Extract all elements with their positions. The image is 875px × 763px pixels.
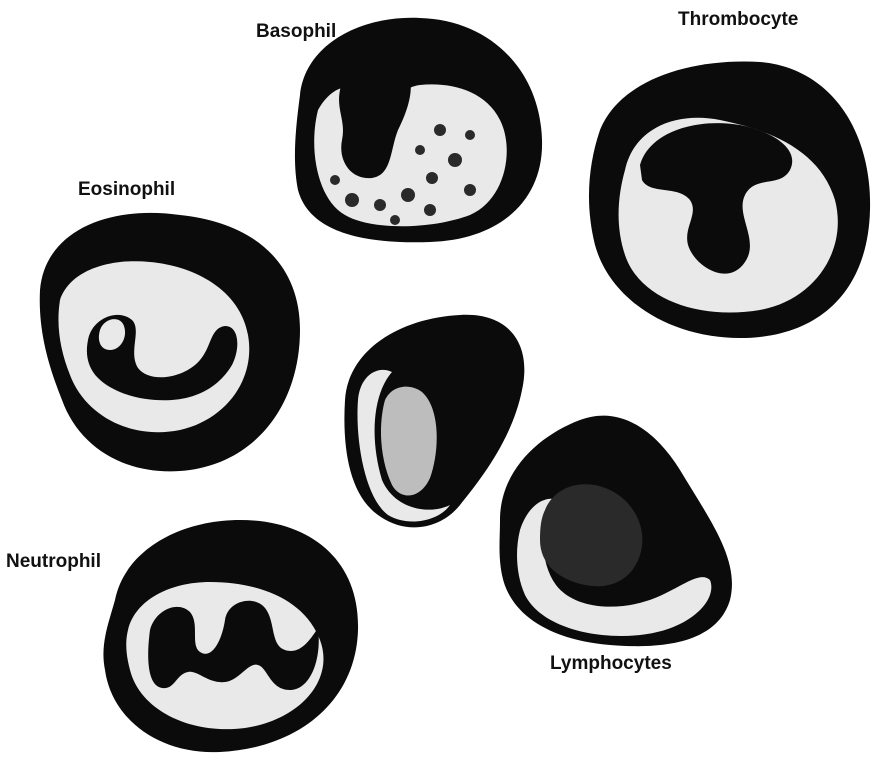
eosinophil-cell: [40, 213, 300, 471]
label-neutrophil: Neutrophil: [6, 552, 101, 571]
label-thrombocyte: Thrombocyte: [678, 10, 798, 29]
label-lymphocytes: Lymphocytes: [550, 654, 672, 673]
lymphocyte-large-cell: [500, 416, 732, 647]
lymphocyte-small-cell: [344, 315, 524, 528]
neutrophil-cell: [103, 520, 358, 752]
label-basophil: Basophil: [256, 22, 336, 41]
label-eosinophil: Eosinophil: [78, 180, 175, 199]
basophil-cell: [295, 18, 542, 242]
thrombocyte-cell: [589, 62, 870, 338]
